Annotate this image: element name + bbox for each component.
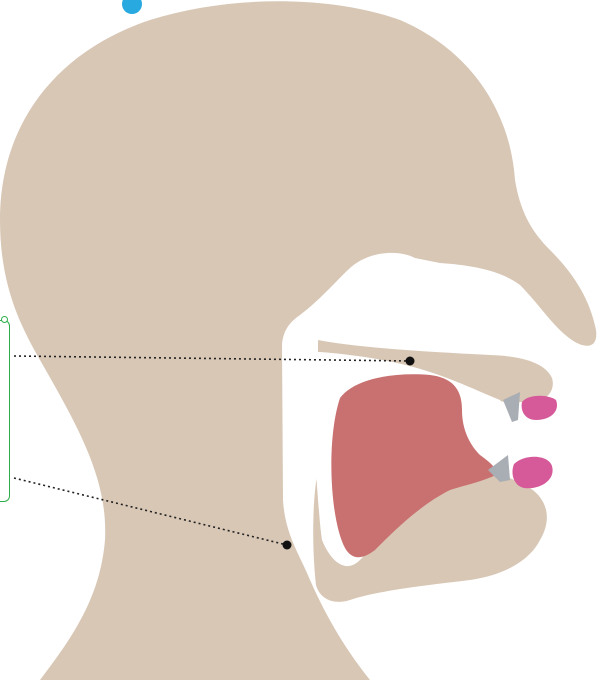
throat-point — [283, 541, 292, 550]
lower-lip — [512, 457, 552, 489]
label-bracket — [0, 320, 10, 502]
upper-lip — [522, 396, 557, 420]
palate-point — [406, 357, 415, 366]
label-bracket-pin — [1, 316, 8, 323]
